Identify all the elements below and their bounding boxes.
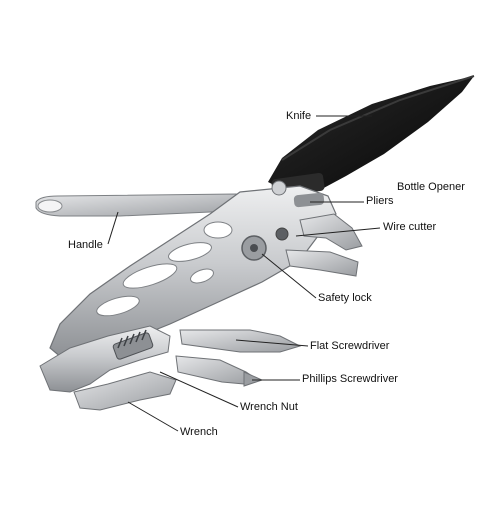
leader-safety-lock <box>261 253 317 299</box>
label-pliers: Pliers <box>366 195 394 207</box>
cutout-2 <box>168 242 212 262</box>
pliers-lower-jaw <box>285 249 359 277</box>
knife-blade-edge <box>281 75 475 161</box>
leader-lines <box>107 115 381 432</box>
knife-blade <box>268 76 474 196</box>
label-phillips-screwdriver: Phillips Screwdriver <box>302 373 398 385</box>
cutout-1 <box>203 221 233 239</box>
handle-tip <box>37 199 63 213</box>
bottle-opener <box>293 192 325 208</box>
wrench-jaw <box>73 371 177 411</box>
pivot-rivet <box>271 180 287 196</box>
leader-wrench <box>127 401 179 432</box>
leader-handle <box>107 211 119 245</box>
phillips-tip <box>243 371 264 387</box>
label-wire-cutter: Wire cutter <box>383 221 437 233</box>
wire-cutter-pivot <box>275 227 289 241</box>
label-handle: Handle <box>68 239 103 251</box>
flat-screwdriver <box>179 329 302 353</box>
leader-flat-screwdriver <box>235 339 309 347</box>
cutout-4 <box>96 295 140 317</box>
pliers-upper-jaw <box>299 213 363 251</box>
label-safety-lock: Safety lock <box>318 292 372 304</box>
label-wrench-nut: Wrench Nut <box>240 401 298 413</box>
cutout-5 <box>190 268 214 284</box>
wrench-nut <box>112 329 154 360</box>
leader-wire-cutter <box>295 227 381 237</box>
label-flat-screwdriver: Flat Screwdriver <box>310 340 390 352</box>
cutout-3 <box>122 263 178 289</box>
safety-lock-screw <box>250 244 258 252</box>
leader-wrench-nut <box>159 371 239 408</box>
label-bottle-opener: Bottle Opener <box>397 181 465 193</box>
label-wrench: Wrench <box>180 426 218 438</box>
label-knife: Knife <box>286 110 312 122</box>
